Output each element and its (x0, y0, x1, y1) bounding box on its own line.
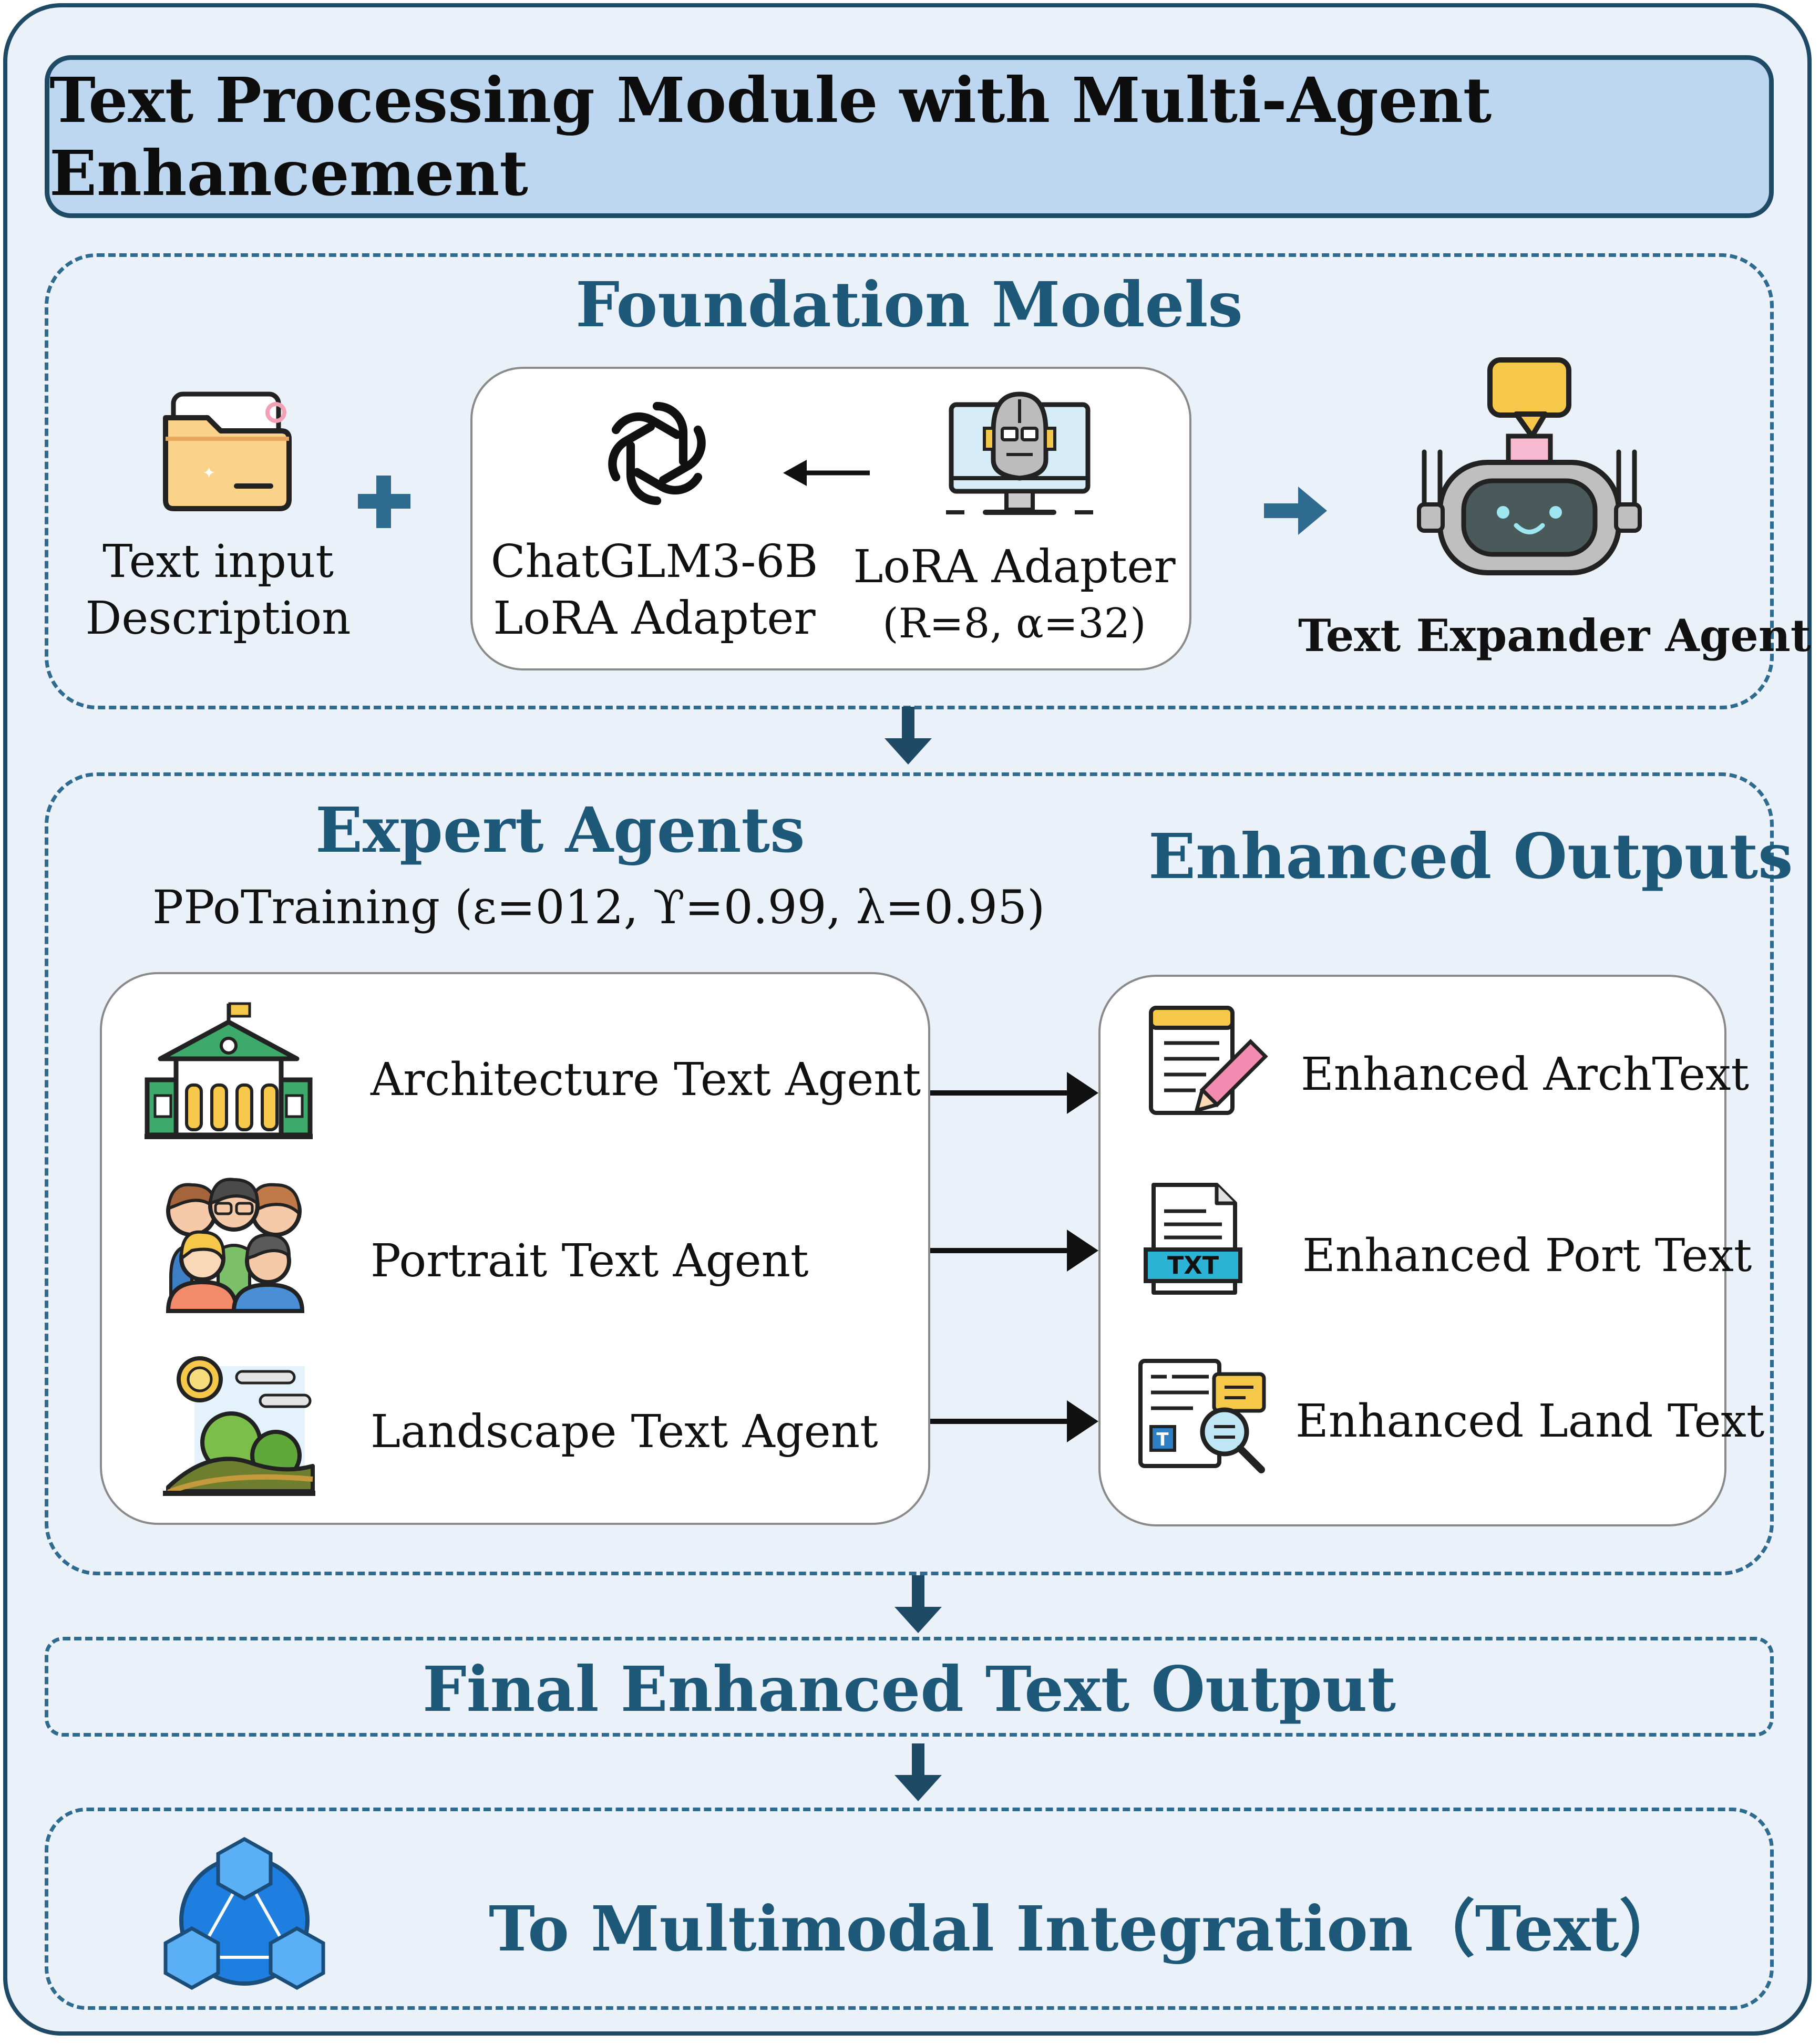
agent-label-portrait: Portrait Text Agent (371, 1235, 809, 1287)
lora-line1: LoRA Adapter (853, 541, 1176, 593)
integration-section (45, 1808, 1774, 2010)
people-group-icon (166, 1178, 305, 1313)
text-expander-label: Text Expander Agent (1298, 610, 1811, 662)
plus-icon (358, 476, 410, 528)
output-label-land: Enhanced Land Text (1295, 1395, 1765, 1448)
text-input-label: Text input Description (84, 533, 352, 647)
agent-label-architecture: Architecture Text Agent (371, 1054, 921, 1106)
folder-icon: ✦ (163, 391, 292, 511)
arrow-down-icon (894, 1743, 942, 1801)
enhanced-outputs-title: Enhanced Outputs (1148, 820, 1793, 893)
ppo-training-label: PPoTraining (ε=012, ϒ=0.99, λ=0.95) (152, 880, 1045, 934)
network-hexagon-icon (163, 1836, 325, 1990)
chatglm-line2: LoRA Adapter (493, 592, 816, 645)
text-input-line1: Text input (102, 535, 334, 588)
txt-badge: TXT (1167, 1251, 1219, 1279)
output-label-port: Enhanced Port Text (1302, 1230, 1752, 1282)
document-search-icon: T (1138, 1359, 1266, 1473)
txt-file-icon: TXT (1144, 1183, 1242, 1295)
arrow-right-icon (930, 1072, 1098, 1114)
notepad-pencil-icon (1149, 1006, 1268, 1115)
integration-title: To Multimodal Integration（Text） (489, 1892, 1681, 1965)
chatglm-line1: ChatGLM3-6B (490, 535, 818, 588)
arrow-down-icon (894, 1575, 942, 1633)
svg-text:T: T (1156, 1429, 1169, 1450)
arrow-left-icon (783, 460, 870, 486)
chatglm-label: ChatGLM3-6B LoRA Adapter (484, 533, 825, 647)
landscape-icon (163, 1356, 315, 1496)
output-label-arch: Enhanced ArchText (1301, 1048, 1750, 1101)
svg-text:✦: ✦ (202, 464, 215, 482)
arrow-right-icon (930, 1230, 1098, 1272)
page-title: Text Processing Module with Multi-Agent … (49, 64, 1492, 210)
expert-section (45, 772, 1774, 1575)
arrow-right-icon (1264, 487, 1327, 535)
expert-agents-title: Expert Agents (315, 793, 805, 866)
final-output-title: Final Enhanced Text Output (422, 1653, 1396, 1726)
openai-logo-icon (608, 401, 706, 505)
text-input-line2: Description (85, 592, 351, 645)
title-banner: Text Processing Module with Multi-Agent … (45, 55, 1774, 218)
foundation-title: Foundation Models (575, 268, 1243, 341)
arrow-down-icon (885, 707, 932, 765)
final-output-section (45, 1637, 1774, 1737)
building-icon (145, 1002, 313, 1139)
robot-agent-icon (1417, 357, 1642, 575)
arrow-right-icon (930, 1400, 1098, 1442)
lora-adapter-label: LoRA Adapter (R=8, α=32) (851, 539, 1177, 652)
agent-label-landscape: Landscape Text Agent (371, 1406, 878, 1458)
lora-line2: (R=8, α=32) (882, 600, 1146, 647)
robot-monitor-icon (946, 391, 1093, 515)
